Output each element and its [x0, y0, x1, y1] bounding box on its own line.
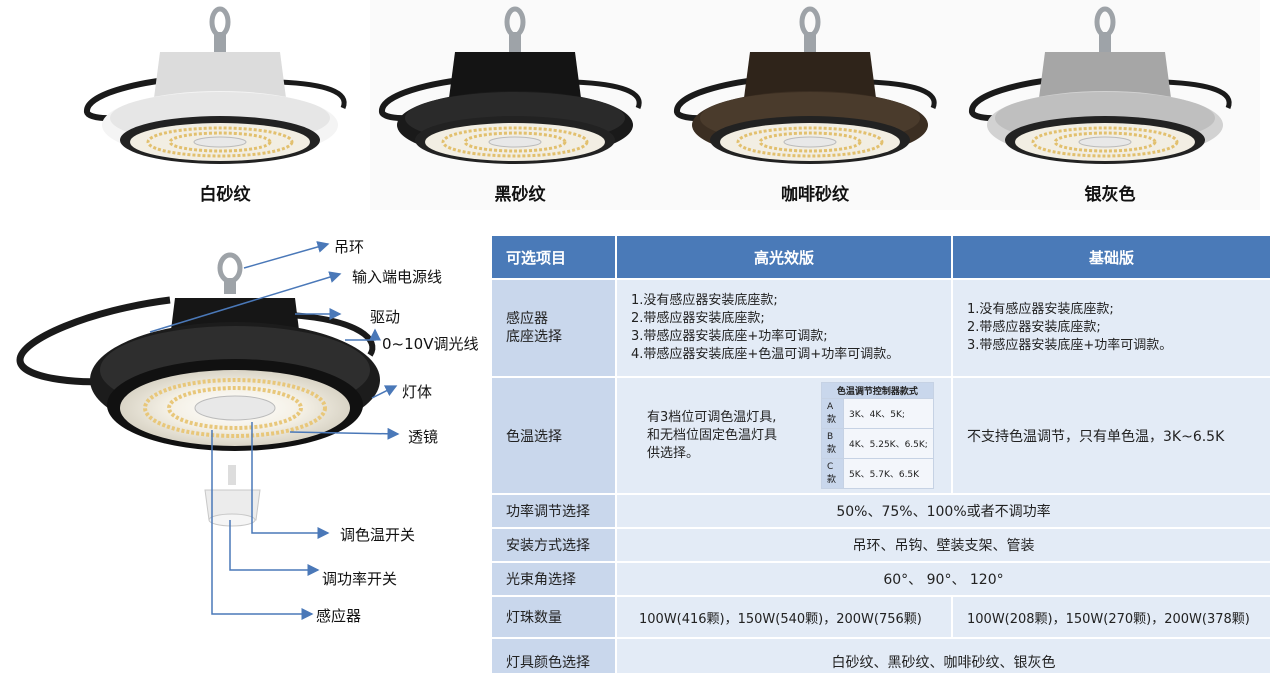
row-label-sensor: 感应器 底座选择 — [490, 278, 617, 378]
table-row: 灯珠数量 100W(416颗)，150W(540颗)，200W(756颗) 10… — [490, 595, 1272, 639]
parts-diagram: 吊环 输入端电源线 驱动 0~10V调光线 灯体 透镜 调色温开关 调功率开关 … — [0, 220, 480, 673]
variant-silver: 银灰色 — [960, 0, 1260, 210]
table-row: 安装方式选择 吊环、吊钩、壁装支架、管装 — [490, 527, 1272, 563]
sensor-basic-options: 1.没有感应器安装底座款; 2.带感应器安装底座款; 3.带感应器安装底座+功率… — [951, 278, 1272, 378]
table-row: 光束角选择 60°、 90°、 120° — [490, 561, 1272, 597]
led-high-value: 100W(416颗)，150W(540颗)，200W(756颗) — [615, 595, 953, 639]
variant-label: 银灰色 — [1084, 185, 1136, 205]
callout-sensor: 感应器 — [316, 607, 362, 625]
row-label-led: 灯珠数量 — [490, 595, 617, 639]
cct-controller-title: 色温调节控制器款式 — [821, 382, 934, 399]
mounting-value: 吊环、吊钩、壁装支架、管装 — [615, 527, 1272, 563]
power-value: 50%、75%、100%或者不调功率 — [615, 493, 1272, 529]
variant-label: 白砂纹 — [199, 185, 251, 205]
table-row: 感应器 底座选择 1.没有感应器安装底座款; 2.带感应器安装底座款; 3.带感… — [490, 278, 1272, 378]
list-item: C款 5K、5.7K、6.5K — [821, 458, 934, 489]
row-label-beam: 光束角选择 — [490, 561, 617, 597]
cct-basic-cell: 不支持色温调节，只有单色温，3K~6.5K — [951, 376, 1272, 495]
lamp-silver-image — [969, 6, 1232, 164]
hook-shape — [217, 252, 243, 284]
variant-label: 黑砂纹 — [494, 185, 546, 205]
variant-white: 白砂纹 — [75, 0, 375, 210]
header-high-efficiency: 高光效版 — [615, 234, 953, 280]
beam-value: 60°、 90°、 120° — [615, 561, 1272, 597]
color-variants: 白砂纹 黑砂纹 咖啡砂纹 银灰色 — [0, 0, 1279, 210]
cct-controller-table: 色温调节控制器款式 A款 3K、4K、5K; B款 4K、5.25K、6.5K;… — [821, 382, 934, 489]
variant-coffee: 咖啡砂纹 — [665, 0, 965, 210]
variant-black: 黑砂纹 — [370, 0, 670, 210]
cct-high-text: 有3档位可调色温灯具, 和无档位固定色温灯具 供选择。 — [647, 409, 778, 461]
callout-power-switch: 调功率开关 — [322, 570, 398, 588]
led-basic-value: 100W(208颗)，150W(270颗)，200W(378颗) — [951, 595, 1272, 639]
callout-lens: 透镜 — [408, 428, 439, 446]
header-basic: 基础版 — [951, 234, 1272, 280]
variant-label: 咖啡砂纹 — [781, 185, 849, 205]
list-item: B款 4K、5.25K、6.5K; — [821, 428, 934, 459]
row-label-cct: 色温选择 — [490, 376, 617, 495]
callout-hook: 吊环 — [334, 238, 365, 256]
table-row: 灯具颜色选择 白砂纹、黑砂纹、咖啡砂纹、银灰色 — [490, 637, 1272, 673]
table-row: 色温选择 有3档位可调色温灯具, 和无档位固定色温灯具 供选择。 色温调节控制器… — [490, 376, 1272, 495]
callout-power-cable: 输入端电源线 — [352, 268, 443, 286]
row-label-color: 灯具颜色选择 — [490, 637, 617, 673]
parts-diagram-image — [16, 241, 400, 620]
table-row: 功率调节选择 50%、75%、100%或者不调功率 — [490, 493, 1272, 529]
color-value: 白砂纹、黑砂纹、咖啡砂纹、银灰色 — [615, 637, 1272, 673]
lamp-black-image — [379, 6, 642, 164]
list-item: A款 3K、4K、5K; — [821, 398, 934, 429]
sensor-high-options: 1.没有感应器安装底座款; 2.带感应器安装底座款; 3.带感应器安装底座+功率… — [615, 278, 953, 378]
callout-cct-switch: 调色温开关 — [340, 526, 416, 544]
header-options: 可选项目 — [490, 234, 617, 280]
lamp-coffee-image — [674, 6, 937, 164]
cct-high-cell: 有3档位可调色温灯具, 和无档位固定色温灯具 供选择。 色温调节控制器款式 A款… — [615, 376, 953, 495]
row-label-power: 功率调节选择 — [490, 493, 617, 529]
spec-table: 可选项目 高光效版 基础版 感应器 底座选择 1.没有感应器安装底座款; 2.带… — [490, 234, 1272, 673]
lamp-white-image — [84, 6, 347, 164]
callout-dimming-wire: 0~10V调光线 — [382, 335, 479, 353]
callout-lamp-body: 灯体 — [402, 383, 433, 401]
table-header-row: 可选项目 高光效版 基础版 — [490, 234, 1272, 280]
callout-driver: 驱动 — [370, 308, 401, 326]
row-label-mounting: 安装方式选择 — [490, 527, 617, 563]
